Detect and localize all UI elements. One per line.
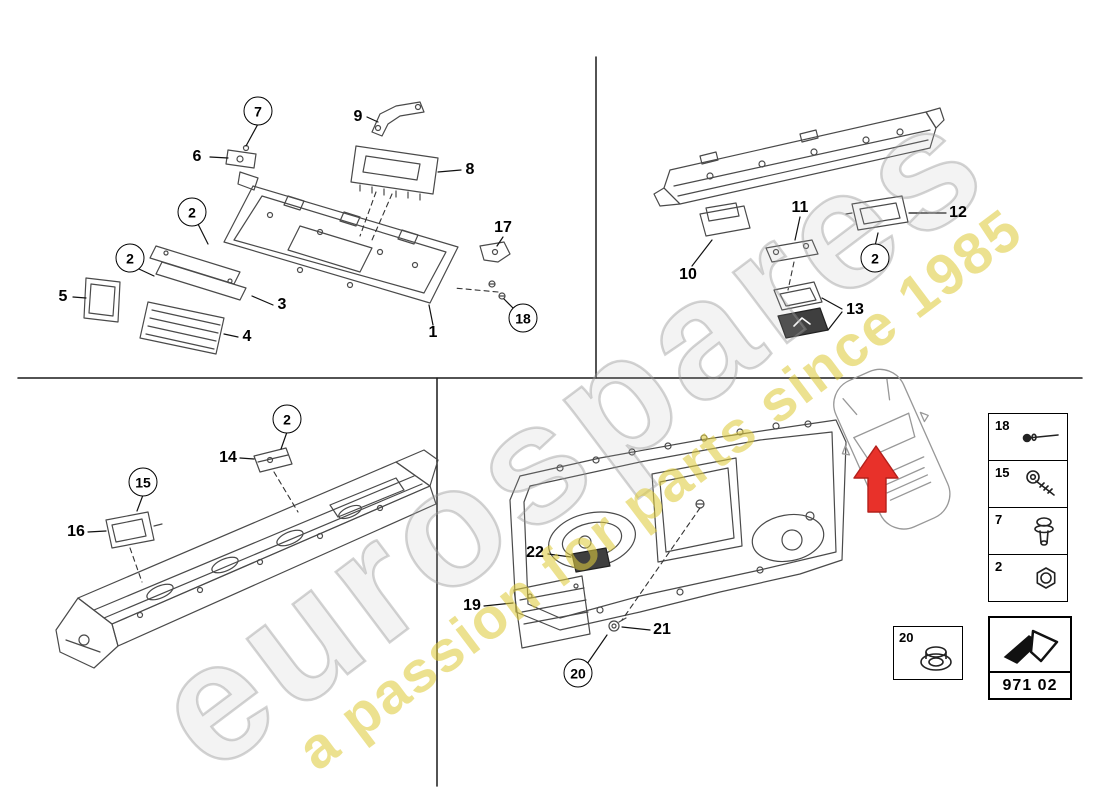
pin-icon xyxy=(1034,517,1054,546)
callout-16[interactable]: 16 xyxy=(67,523,85,540)
legend-item-nut[interactable]: 2 xyxy=(989,555,1067,601)
callout-15[interactable]: 15 xyxy=(128,467,158,497)
legend-label-15: 15 xyxy=(995,465,1010,480)
callout-17[interactable]: 17 xyxy=(494,219,512,236)
legend-item-pin[interactable]: 7 xyxy=(989,508,1067,555)
module-tray-assembly-drawing xyxy=(72,101,515,355)
callout-1[interactable]: 1 xyxy=(428,324,438,341)
screw-icon xyxy=(1026,470,1055,496)
callout-11[interactable]: 11 xyxy=(791,199,809,216)
legend-item-rivet[interactable]: 18 xyxy=(989,414,1067,461)
rear-panel-drawing xyxy=(483,419,847,665)
fastener-legend: 18 15 7 xyxy=(988,413,1068,602)
direction-arrow-icon xyxy=(1003,629,1059,664)
nut-icon xyxy=(1036,567,1056,589)
callout-2[interactable]: 2 xyxy=(115,243,145,273)
callout-22[interactable]: 22 xyxy=(526,544,544,561)
callout-10[interactable]: 10 xyxy=(679,266,697,283)
callout-6[interactable]: 6 xyxy=(192,148,202,165)
callout-9[interactable]: 9 xyxy=(353,108,363,125)
callout-3[interactable]: 3 xyxy=(277,296,287,313)
callout-2[interactable]: 2 xyxy=(860,243,890,273)
part-code-box: 971 02 xyxy=(988,616,1072,700)
legend-label-7: 7 xyxy=(995,512,1003,527)
part-code: 971 02 xyxy=(1002,676,1058,694)
callout-5[interactable]: 5 xyxy=(58,288,68,305)
rivet-icon xyxy=(1022,433,1059,443)
callout-8[interactable]: 8 xyxy=(465,161,475,178)
code-icon-area xyxy=(990,618,1070,673)
callout-18[interactable]: 18 xyxy=(508,303,538,333)
callout-2[interactable]: 2 xyxy=(177,197,207,227)
legend-label-2: 2 xyxy=(995,559,1003,574)
legend-item-screw[interactable]: 15 xyxy=(989,461,1067,508)
callout-19[interactable]: 19 xyxy=(463,597,481,614)
callout-2[interactable]: 2 xyxy=(272,404,302,434)
callout-13[interactable]: 13 xyxy=(846,301,864,318)
callout-4[interactable]: 4 xyxy=(242,328,252,345)
callout-21[interactable]: 21 xyxy=(653,621,671,638)
callout-12[interactable]: 12 xyxy=(949,204,967,221)
callout-20[interactable]: 20 xyxy=(563,658,593,688)
callout-14[interactable]: 14 xyxy=(219,449,237,466)
flange-nut-icon xyxy=(920,646,952,671)
sill-member-drawing xyxy=(55,431,439,669)
legend-label-18: 18 xyxy=(995,418,1010,433)
crossmember-assembly-drawing xyxy=(653,107,947,339)
callout-7[interactable]: 7 xyxy=(243,96,273,126)
location-arrow xyxy=(853,445,899,513)
nut-legend-box[interactable]: 20 xyxy=(893,626,963,680)
legend-label-20: 20 xyxy=(899,630,914,645)
